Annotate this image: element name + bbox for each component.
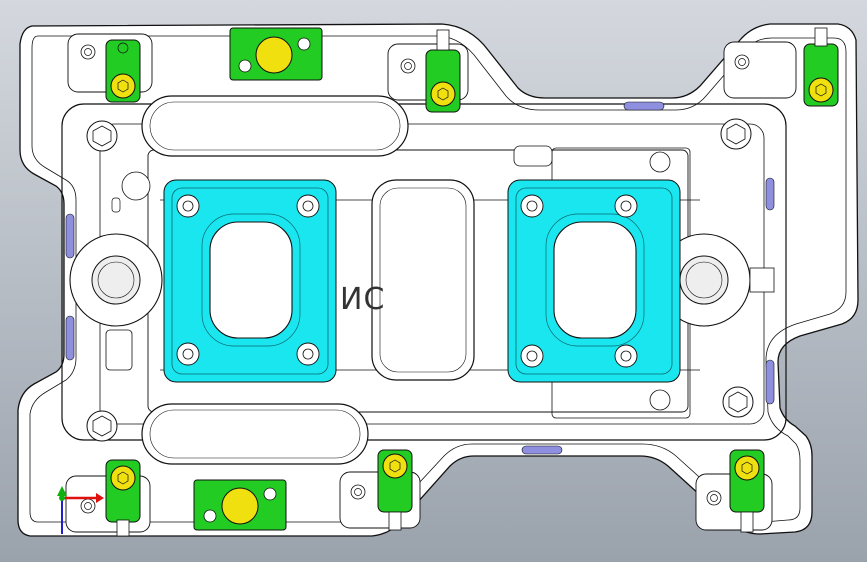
left-locating-boss[interactable] xyxy=(69,233,163,327)
x-axis-arrowhead-icon xyxy=(96,493,104,503)
top-long-slot-inner xyxy=(149,101,401,151)
right-insert-block[interactable] xyxy=(507,179,681,383)
slot-detail-bottom xyxy=(521,445,563,455)
clamp-top-right[interactable] xyxy=(723,27,839,107)
slot-detail-top xyxy=(623,101,665,111)
hex-bolt-bottom-left-icon[interactable] xyxy=(86,410,118,442)
right-small-hole-bottom xyxy=(649,389,671,411)
clamp-bottom-right[interactable] xyxy=(695,449,773,533)
left-insert-block[interactable] xyxy=(163,179,337,383)
right-small-hole-top xyxy=(649,151,671,173)
hex-bolt-top-right-icon[interactable] xyxy=(720,118,752,150)
top-long-slot[interactable] xyxy=(141,95,409,157)
y-axis-arrowhead-icon xyxy=(57,486,67,496)
clamp-top-middle[interactable] xyxy=(387,29,469,113)
bottom-long-slot-inner xyxy=(149,409,361,459)
clamp-top-left[interactable] xyxy=(67,33,153,103)
triad-origin xyxy=(59,495,65,501)
pad-bottom-center[interactable] xyxy=(193,479,287,531)
slot-detail-left-bottom xyxy=(65,315,75,361)
hex-bolt-top-left-icon[interactable] xyxy=(86,120,118,152)
bottom-long-slot[interactable] xyxy=(141,403,369,465)
slot-detail-right-top xyxy=(765,177,775,211)
pad-top-center[interactable] xyxy=(229,27,323,81)
notch-top xyxy=(513,145,553,167)
clamp-bottom-left[interactable] xyxy=(65,459,151,537)
left-tiny-slot xyxy=(111,197,121,213)
left-small-hole xyxy=(121,171,151,201)
right-boss-tab xyxy=(749,267,775,293)
hex-bolt-bottom-right-icon[interactable] xyxy=(722,386,754,418)
part-engraved-text: ИС xyxy=(340,282,386,317)
center-slot[interactable] xyxy=(371,179,475,381)
left-small-pocket xyxy=(105,329,133,371)
slot-detail-left-top xyxy=(65,213,75,259)
slot-detail-right-bottom xyxy=(765,359,775,405)
inner-frame[interactable] xyxy=(61,103,787,441)
coordinate-triad xyxy=(57,486,104,534)
clamp-bottom-middle[interactable] xyxy=(339,449,421,531)
center-slot-inner xyxy=(379,187,467,373)
